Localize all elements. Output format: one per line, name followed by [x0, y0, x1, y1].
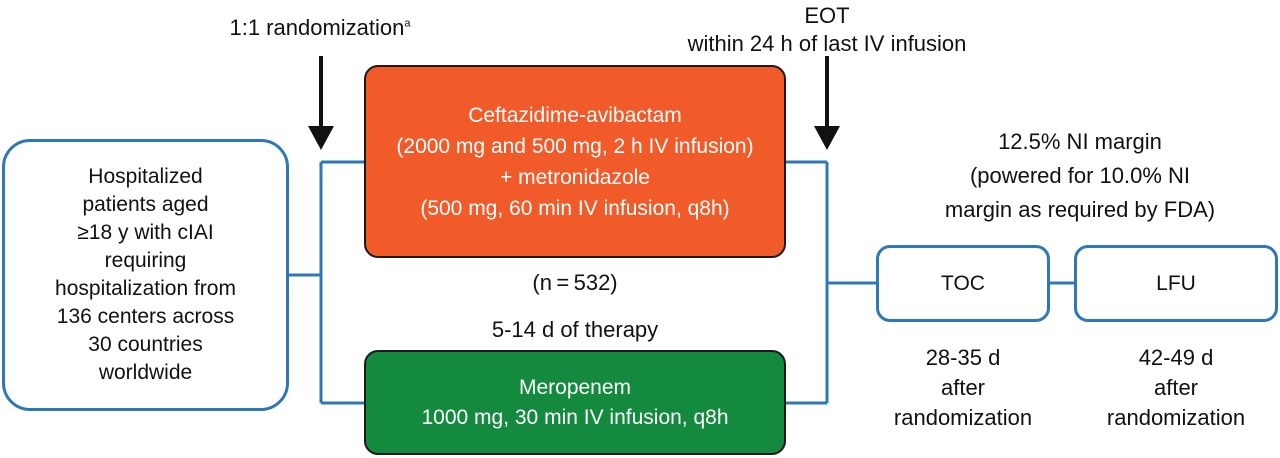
toc-timing-line: 28-35 d: [925, 345, 1001, 370]
toc-box: TOC: [876, 245, 1050, 322]
randomization-label: 1:1 randomizationa: [200, 14, 440, 42]
randomization-footnote: a: [404, 17, 411, 30]
lfu-timing-line: randomization: [1106, 405, 1246, 430]
patients-line: patients aged: [82, 193, 209, 216]
randomization-arrow: [308, 56, 334, 150]
lfu-timing: 42-49 d after randomization: [1076, 343, 1276, 433]
patients-line: 30 countries: [88, 333, 203, 356]
patient-population-box: Hospitalized patients aged ≥18 y with cI…: [2, 139, 289, 411]
therapy-duration: 5-14 d of therapy: [491, 317, 659, 342]
ni-margin-note: 12.5% NI margin (powered for 10.0% NI ma…: [880, 125, 1280, 227]
lfu-timing-line: 42-49 d: [1138, 345, 1214, 370]
ni-margin-line: 12.5% NI margin: [998, 129, 1162, 154]
eot-subtitle: within 24 h of last IV infusion: [687, 31, 967, 56]
patients-line: 136 centers across: [56, 305, 235, 328]
eot-label: EOT within 24 h of last IV infusion: [640, 2, 1014, 58]
patients-line: hospitalization from: [55, 277, 236, 300]
patients-line: worldwide: [98, 361, 193, 384]
caz-line: (2000 mg and 500 mg, 2 h IV infusion): [396, 134, 754, 158]
meropenem-arm: Meropenem 1000 mg, 30 min IV infusion, q…: [364, 350, 786, 455]
ni-margin-line: (powered for 10.0% NI: [969, 163, 1191, 188]
caz-line: + metronidazole: [499, 165, 650, 189]
randomization-text: 1:1 randomization: [229, 15, 405, 40]
caz-line: Ceftazidime-avibactam: [468, 103, 682, 127]
toc-label: TOC: [941, 271, 985, 295]
toc-timing-line: randomization: [893, 405, 1033, 430]
patients-line: Hospitalized: [88, 165, 203, 188]
caz-sample-size: (n = 532): [532, 270, 618, 295]
lfu-box: LFU: [1074, 245, 1278, 322]
lfu-timing-line: after: [1153, 375, 1199, 400]
eot-arrow: [814, 56, 840, 150]
mero-line: 1000 mg, 30 min IV infusion, q8h: [421, 405, 729, 429]
eot-title: EOT: [804, 3, 850, 28]
caz-line: (500 mg, 60 min IV infusion, q8h): [420, 196, 730, 220]
lfu-label: LFU: [1156, 271, 1196, 295]
mero-line: Meropenem: [518, 375, 632, 399]
patients-line: requiring: [104, 249, 187, 272]
ni-margin-line: margin as required by FDA): [944, 197, 1216, 222]
patients-line: ≥18 y with cIAI: [77, 221, 214, 244]
toc-timing-line: after: [940, 375, 986, 400]
ceftazidime-avibactam-arm: Ceftazidime-avibactam (2000 mg and 500 m…: [364, 65, 786, 258]
toc-timing: 28-35 d after randomization: [863, 343, 1063, 433]
